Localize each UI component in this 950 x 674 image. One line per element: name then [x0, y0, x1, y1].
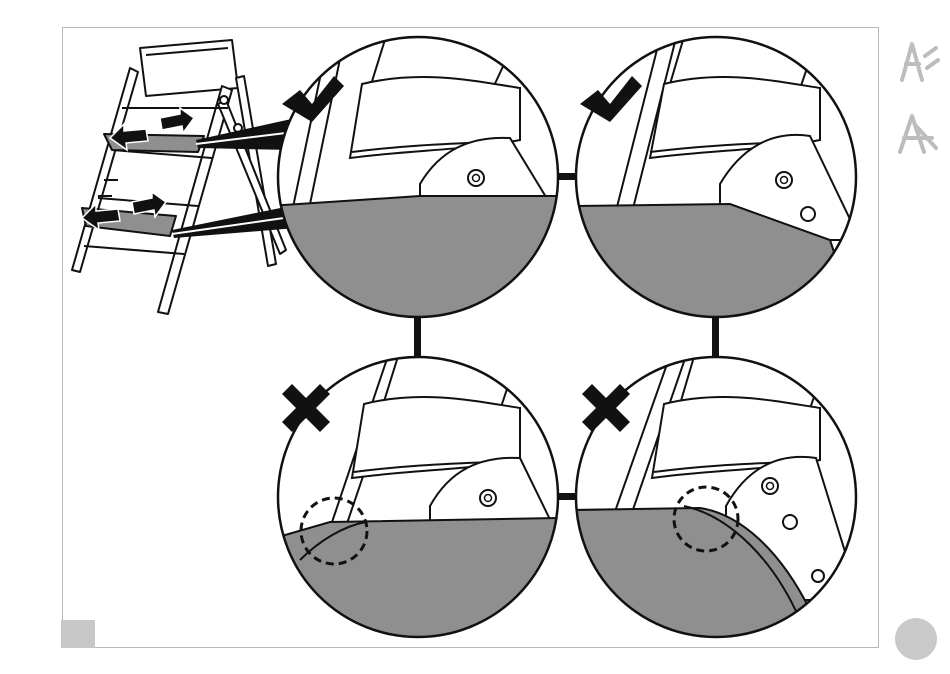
panel-top-left	[268, 30, 570, 330]
panel-top-right	[570, 30, 870, 330]
direction-arrows	[82, 108, 194, 230]
panel-bottom-left	[268, 350, 570, 650]
panel-bottom-right	[570, 350, 870, 650]
high-chair-illustration	[72, 40, 286, 314]
